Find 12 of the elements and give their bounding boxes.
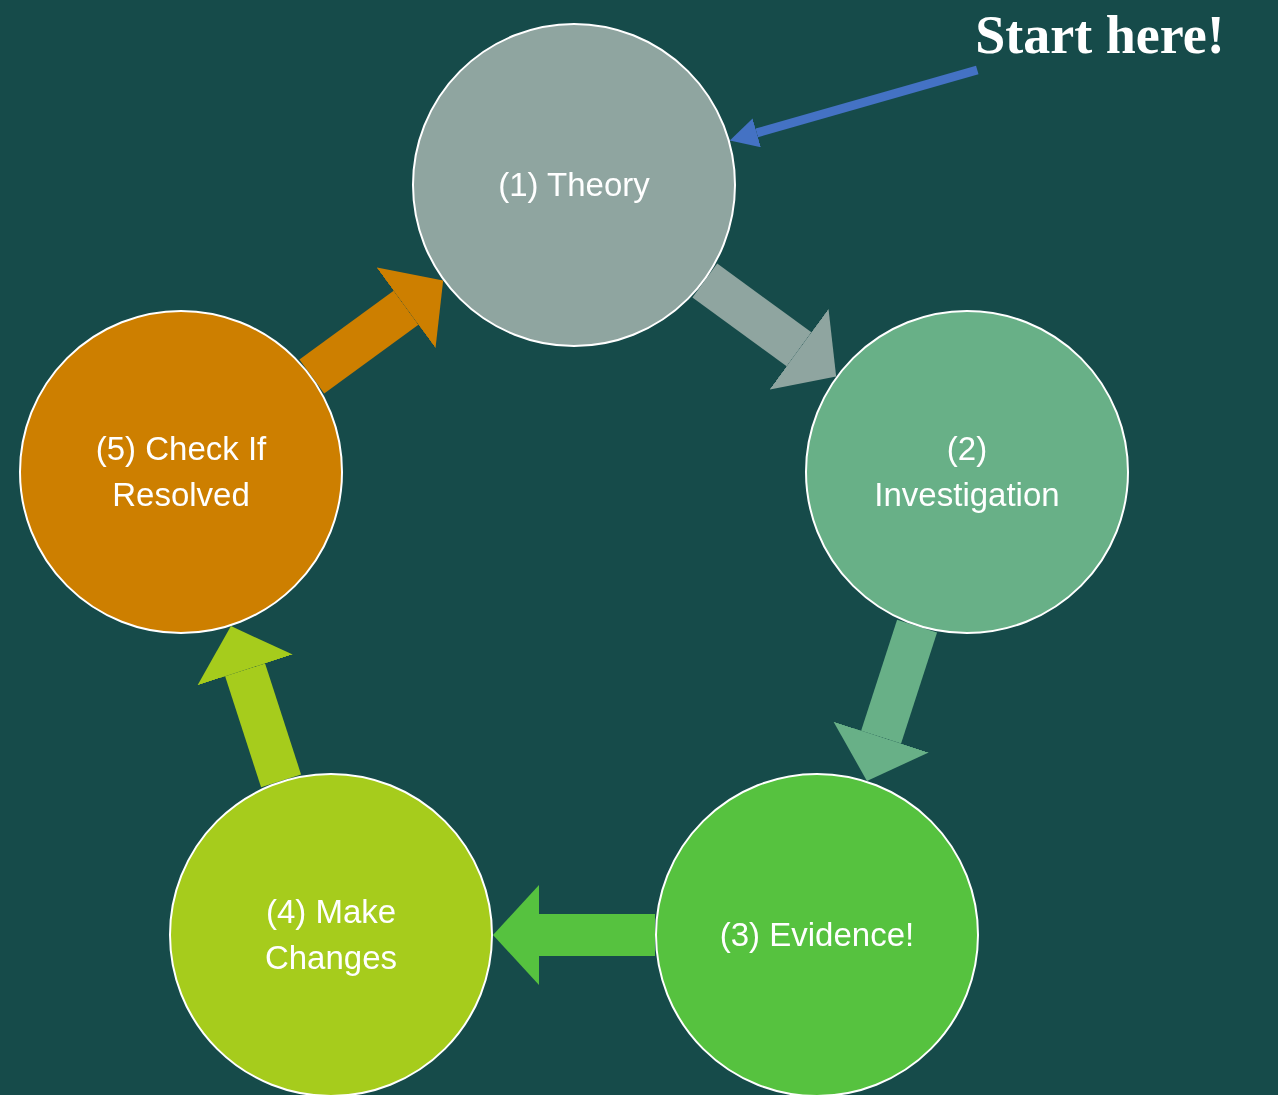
- step-label: (3) Evidence!: [719, 915, 915, 956]
- step-label: (2) Investigation: [873, 429, 1061, 515]
- block-arrow: [197, 626, 302, 788]
- step-label: (1) Theory: [498, 165, 650, 206]
- step-label: (4) Make Changes: [263, 892, 399, 978]
- arrow: [729, 65, 979, 148]
- step-label: (5) Check If Resolved: [94, 429, 268, 515]
- block-arrow: [493, 885, 655, 985]
- callout-text: Start here!: [975, 3, 1225, 67]
- block-arrow: [299, 267, 444, 394]
- block-arrow: [692, 263, 837, 390]
- block-arrow: [833, 619, 938, 781]
